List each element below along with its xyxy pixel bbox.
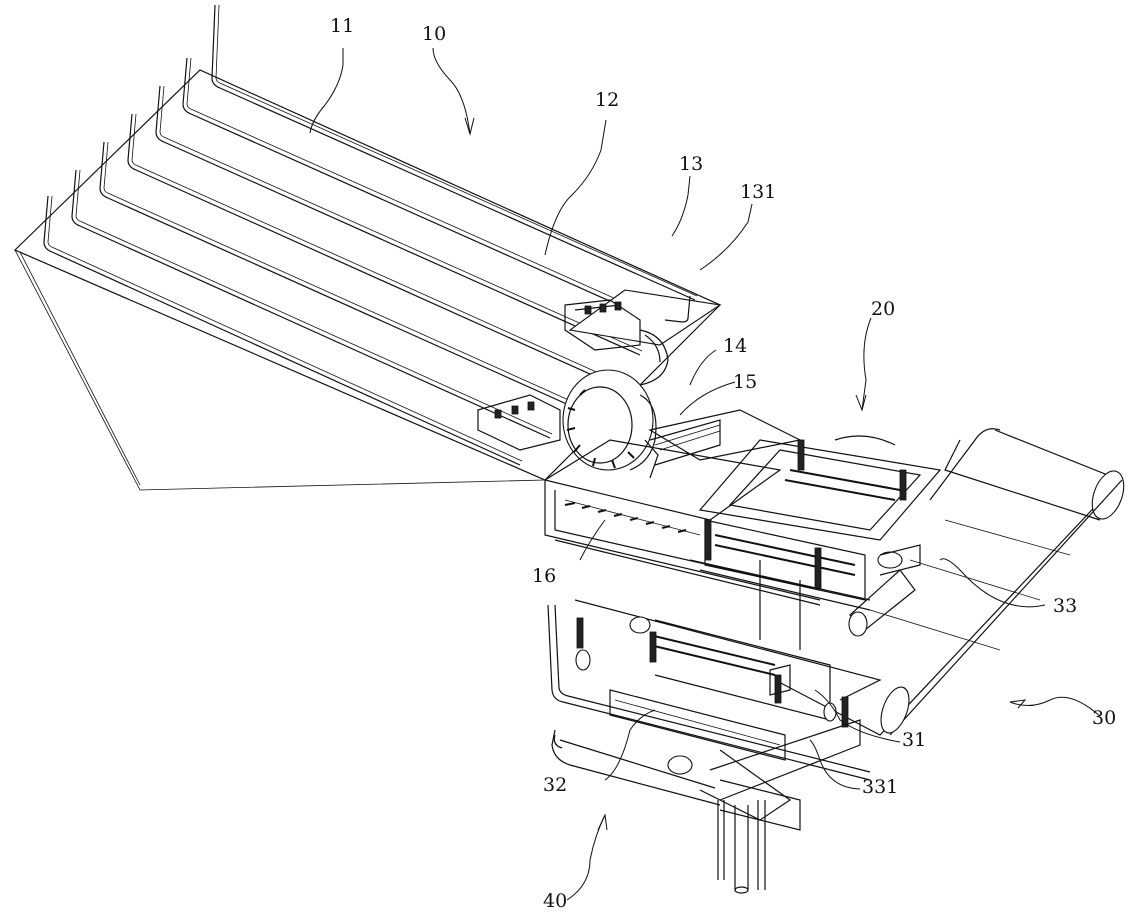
label-20: 20 [871,298,895,320]
label-15: 15 [733,371,757,393]
label-12: 12 [595,89,619,111]
label-13: 13 [679,153,703,175]
output-ramp [774,428,1125,736]
guide-rods [43,4,698,466]
label-30: 30 [1092,707,1116,729]
star-wheel [562,369,654,471]
tray-end-plate [568,289,722,346]
label-331: 331 [862,776,898,798]
label-32: 32 [543,774,567,796]
label-131: 131 [740,181,776,203]
leader-lines [309,47,1101,901]
support-legs [717,800,766,894]
label-16: 16 [532,565,556,587]
lower-sorting-frame [547,599,882,831]
sorting-frame [689,435,942,650]
feed-tray-assembly [13,4,722,491]
label-31: 31 [902,729,926,751]
conveyor-channel [543,409,821,606]
label-11: 11 [330,15,354,37]
label-10: 10 [422,23,446,45]
label-14: 14 [723,335,747,357]
reference-labels: 11 10 12 13 131 14 15 20 16 33 30 31 32 … [330,15,1116,912]
star-wheel-unit [477,299,721,479]
label-40: 40 [543,890,567,912]
label-33: 33 [1053,595,1077,617]
